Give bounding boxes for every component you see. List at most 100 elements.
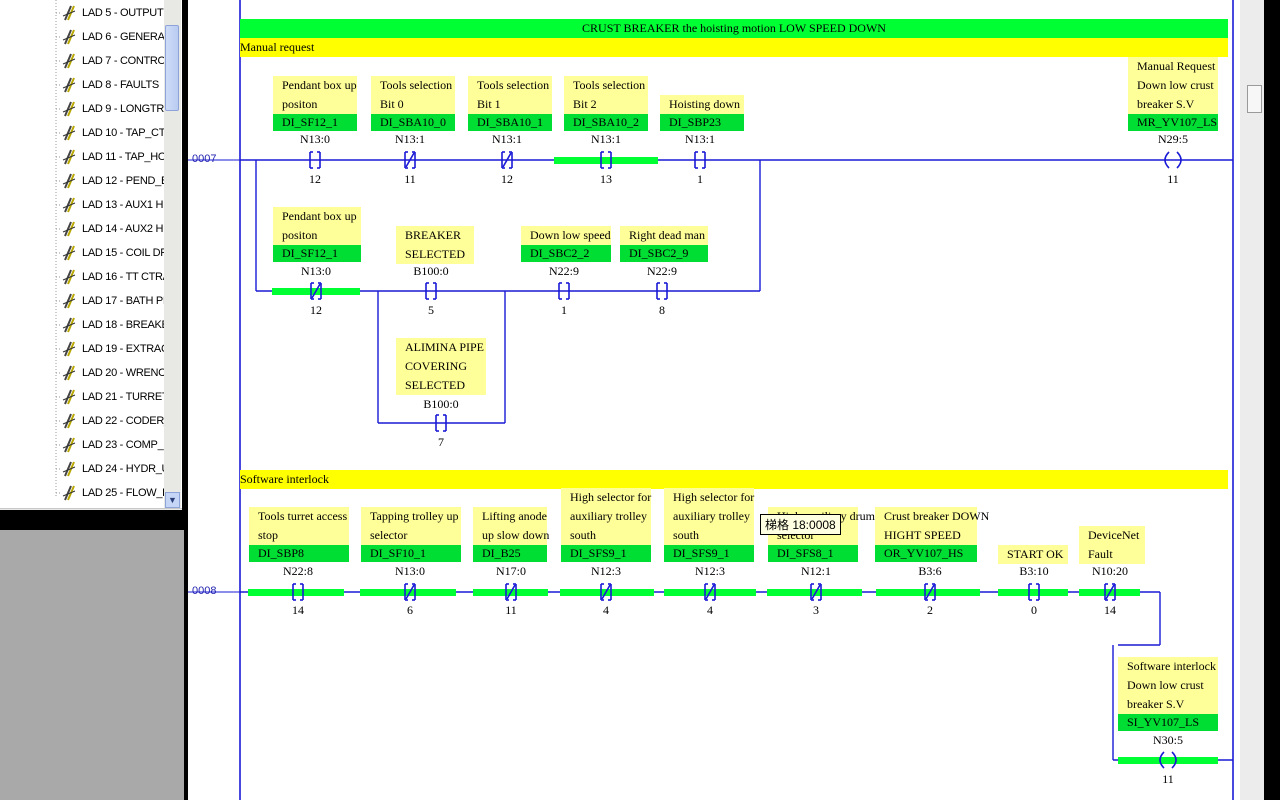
tree-item[interactable]: LAD 23 - COMP_U (62, 434, 171, 456)
instruction-bit[interactable]: 12 (309, 172, 321, 186)
instruction-address[interactable]: N12:3 (695, 564, 725, 578)
instruction-bit[interactable]: 7 (438, 435, 444, 449)
instruction-address[interactable]: N13:0 (395, 564, 425, 578)
instruction-tag[interactable]: DI_SBA10_0 (371, 114, 455, 131)
instruction-bit[interactable]: 1 (561, 303, 567, 317)
instruction-bit[interactable]: 4 (603, 603, 609, 617)
instruction-address[interactable]: B100:0 (413, 264, 449, 278)
instruction-address[interactable]: N30:5 (1153, 733, 1183, 747)
instruction-bit[interactable]: 6 (407, 603, 413, 617)
instruction-tag[interactable]: DI_B25 (473, 545, 547, 562)
tree-horizontal-scrollbar[interactable]: ◀ ▶ (0, 508, 182, 510)
instruction-tag[interactable]: DI_SF12_1 (273, 245, 361, 262)
tree-vertical-scrollbar[interactable]: ▼ (164, 0, 181, 508)
instruction-bit[interactable]: 12 (501, 172, 513, 186)
instruction-address[interactable]: N13:0 (301, 264, 331, 278)
rung-number[interactable]: 0007 (192, 153, 217, 165)
instruction-tag[interactable]: DI_SBA10_2 (564, 114, 648, 131)
rung-number[interactable]: 0008 (192, 585, 217, 597)
tree-item[interactable]: LAD 5 - OUTPUTS (62, 2, 171, 24)
instruction-address[interactable]: N10:20 (1092, 564, 1128, 578)
tree-item[interactable]: LAD 24 - HYDR_U (62, 458, 170, 480)
instruction-bit[interactable]: 8 (659, 303, 665, 317)
instruction-bit[interactable]: 1 (697, 172, 703, 186)
instruction-description[interactable]: Down low speed (521, 226, 611, 245)
instruction-bit[interactable]: 3 (813, 603, 819, 617)
tree-item[interactable]: LAD 13 - AUX1 H (62, 194, 163, 216)
instruction-bit[interactable]: 11 (505, 603, 517, 617)
instruction-address[interactable]: N13:1 (492, 132, 522, 146)
instruction-description[interactable]: START OK (998, 545, 1068, 564)
instruction-bit[interactable]: 12 (310, 303, 322, 317)
tree-item[interactable]: LAD 14 - AUX2 H (62, 218, 163, 240)
instruction-address[interactable]: B3:6 (918, 564, 942, 578)
instruction-tag[interactable]: DI_SBP8 (249, 545, 349, 562)
instruction-bit[interactable]: 11 (1162, 772, 1174, 786)
instruction-address[interactable]: N13:1 (395, 132, 425, 146)
instruction-address[interactable]: N22:9 (647, 264, 677, 278)
instruction-bit[interactable]: 14 (292, 603, 304, 617)
instruction-address[interactable]: N12:1 (801, 564, 831, 578)
tree-item[interactable]: LAD 20 - WRENCI (62, 362, 169, 384)
instruction-bit[interactable]: 5 (428, 303, 434, 317)
instruction-tag[interactable]: DI_SBC2_2 (521, 245, 611, 262)
tree-item[interactable]: LAD 8 - FAULTS (62, 74, 159, 96)
instruction-description[interactable]: Right dead man (620, 226, 708, 245)
instruction-tag[interactable]: DI_SBP23 (660, 114, 744, 131)
tree-item[interactable]: LAD 19 - EXTRAC (62, 338, 169, 360)
instruction-address[interactable]: N17:0 (496, 564, 526, 578)
instruction-address[interactable]: N13:1 (591, 132, 621, 146)
instruction-bit[interactable]: 11 (404, 172, 416, 186)
tree-item[interactable]: LAD 17 - BATH PI (62, 290, 166, 312)
tree-item[interactable]: LAD 10 - TAP_CT (62, 122, 165, 144)
tree-item[interactable]: LAD 9 - LONGTRA (62, 98, 171, 120)
tree-item[interactable]: LAD 18 - BREAKE (62, 314, 169, 336)
tree-item[interactable]: LAD 25 - FLOW_F (62, 482, 169, 504)
ladder-editor[interactable]: CRUST BREAKER the hoisting motion LOW SP… (188, 0, 1240, 800)
tree-item[interactable]: LAD 15 - COIL DR (62, 242, 168, 264)
ladder-vertical-scrollbar[interactable] (1240, 0, 1264, 800)
instruction-bit[interactable]: 0 (1031, 603, 1037, 617)
tree-item[interactable]: LAD 12 - PEND_B (62, 170, 168, 192)
instruction-tag[interactable]: DI_SFS9_1 (664, 545, 754, 562)
instruction-address[interactable]: N22:9 (549, 264, 579, 278)
tree-item[interactable]: LAD 11 - TAP_HO (62, 146, 166, 168)
instruction-tag[interactable]: OR_YV107_HS (875, 545, 977, 562)
instruction-tag[interactable]: DI_SBA10_1 (468, 114, 552, 131)
tree-item[interactable]: LAD 6 - GENERAL (62, 26, 171, 48)
tree-item[interactable]: LAD 16 - TT CTRA (62, 266, 170, 288)
instruction-bit[interactable]: 11 (1167, 172, 1179, 186)
instruction-tag[interactable]: DI_SFS8_1 (768, 545, 858, 562)
tree-item[interactable]: LAD 21 - TURRET (62, 386, 169, 408)
instruction-tag[interactable]: DI_SFS9_1 (561, 545, 651, 562)
instruction-bit[interactable]: 14 (1104, 603, 1116, 617)
instruction-address[interactable]: N12:3 (591, 564, 621, 578)
tree-item[interactable]: LAD 22 - CODER_ (62, 410, 170, 432)
instruction-address[interactable]: N13:1 (685, 132, 715, 146)
instruction-tag[interactable]: SI_YV107_LS (1118, 714, 1218, 731)
instruction-tag[interactable]: DI_SF10_1 (361, 545, 461, 562)
instruction-tag[interactable]: MR_YV107_LS (1128, 114, 1218, 131)
instruction-address[interactable]: N22:8 (283, 564, 313, 578)
tree-scroll-down-icon[interactable]: ▼ (165, 492, 180, 508)
instruction-bit[interactable]: 4 (707, 603, 713, 617)
instruction-address[interactable]: B100:0 (423, 397, 459, 411)
tree-vertical-scroll-thumb[interactable] (165, 25, 179, 111)
instruction-description[interactable]: Hoisting down (660, 95, 744, 114)
tree-item[interactable]: LAD 7 - CONTROL (62, 50, 172, 72)
